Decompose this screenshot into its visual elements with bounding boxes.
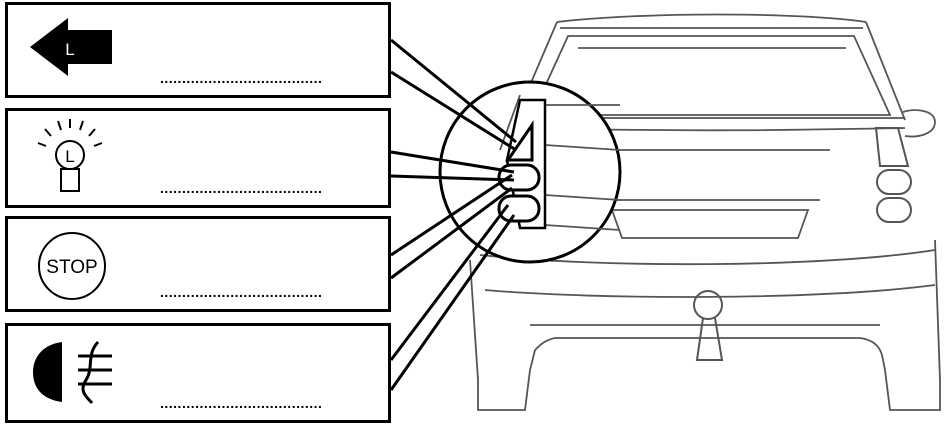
answer-blank-turn-signal[interactable]: ..................................... bbox=[160, 70, 323, 86]
label-box-fog-light: ..................................... bbox=[5, 323, 391, 423]
light-bulb-icon: L bbox=[37, 119, 103, 192]
turn-signal-letter: L bbox=[65, 40, 74, 59]
answer-blank-tail-light[interactable]: ..................................... bbox=[160, 180, 323, 196]
leader-lines bbox=[389, 38, 517, 391]
bulb-letter: L bbox=[65, 147, 74, 166]
stop-circle-icon: STOP bbox=[38, 232, 106, 300]
car-rear-outline bbox=[469, 13, 941, 411]
stop-text: STOP bbox=[46, 257, 97, 278]
label-box-brake-light: ..................................... bbox=[5, 216, 391, 312]
answer-blank-fog-light[interactable]: ..................................... bbox=[160, 395, 323, 411]
turn-signal-arrow-icon: L bbox=[30, 18, 112, 76]
magnified-car-detail bbox=[499, 94, 621, 231]
answer-blank-brake-light[interactable]: ..................................... bbox=[160, 284, 323, 300]
rear-fog-light-icon bbox=[33, 340, 112, 404]
